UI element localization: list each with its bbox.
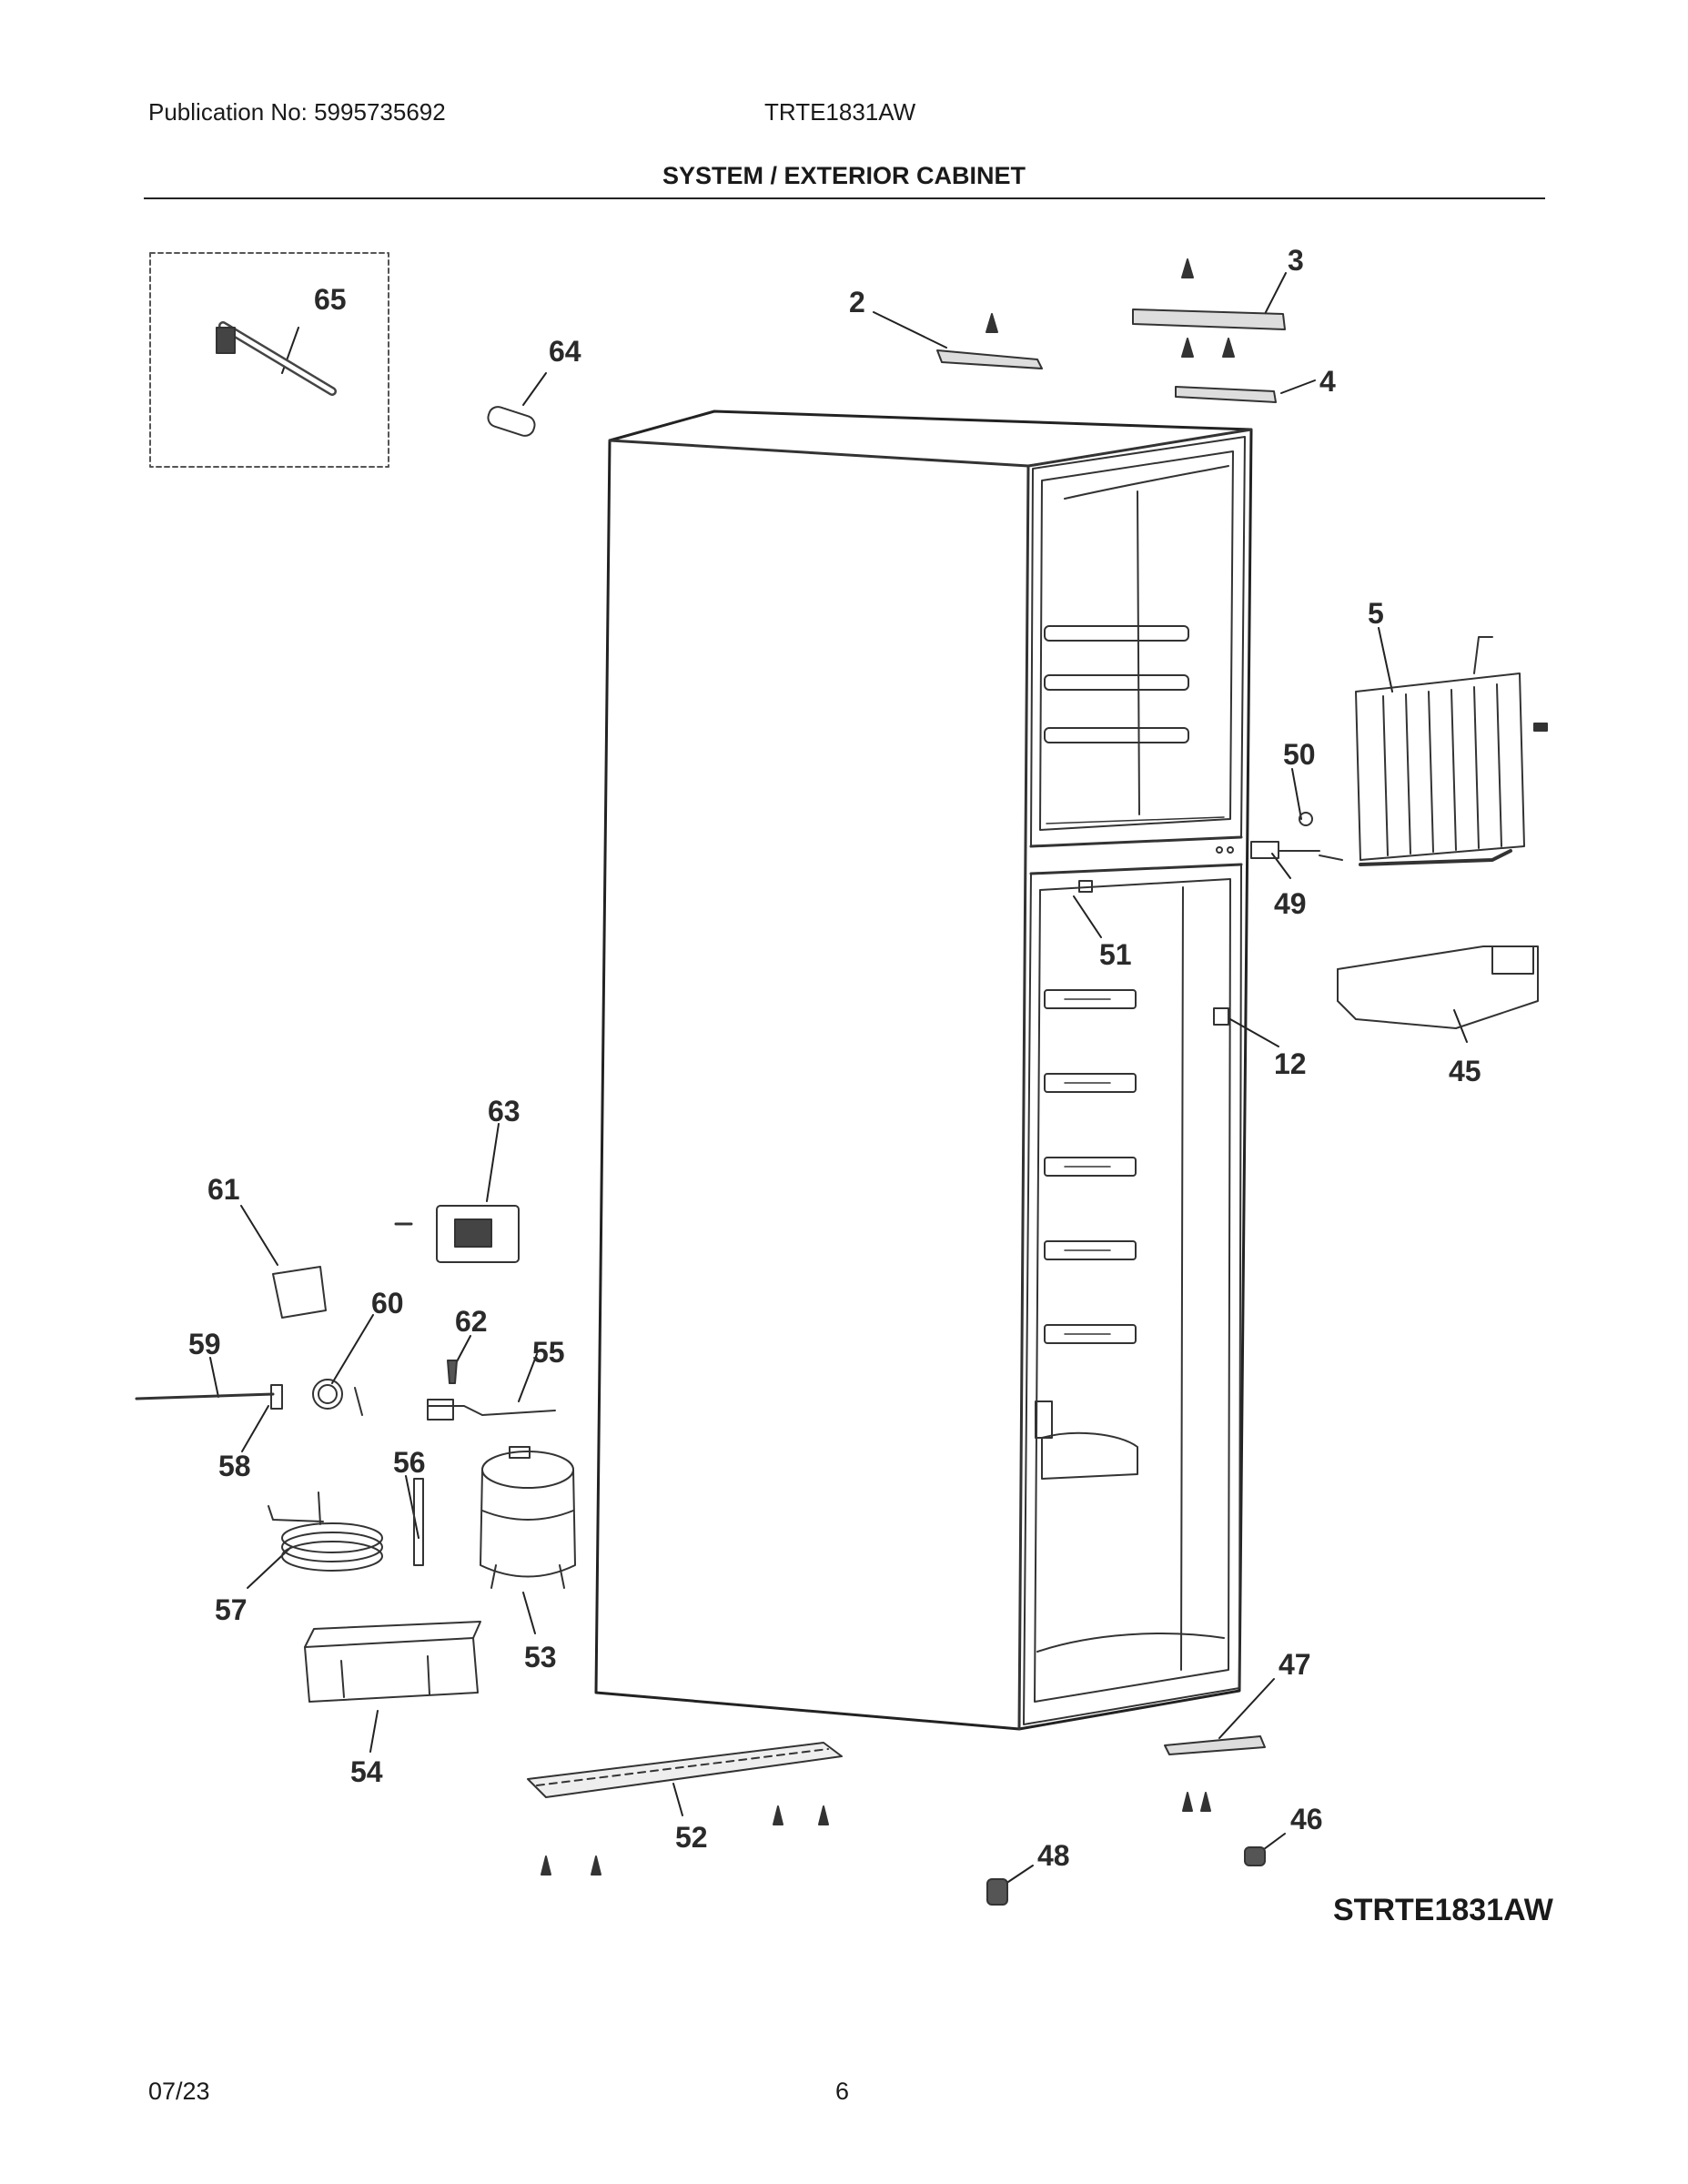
callout-52: 52 xyxy=(675,1821,708,1854)
callout-labels: 65 64 2 3 4 5 50 49 51 12 45 63 61 62 60… xyxy=(188,244,1481,1872)
callout-48: 48 xyxy=(1037,1839,1070,1872)
part-45 xyxy=(1337,945,1539,1029)
model-number: TRTE1831AW xyxy=(764,98,916,126)
part-53 xyxy=(480,1446,576,1589)
callout-63: 63 xyxy=(488,1095,521,1127)
callout-64: 64 xyxy=(549,335,581,368)
part-4 xyxy=(1175,386,1277,403)
callout-12: 12 xyxy=(1274,1047,1307,1080)
part-47 xyxy=(1164,1735,1266,1812)
footer-date: 07/23 xyxy=(148,2078,210,2105)
part-5 xyxy=(1355,636,1548,866)
drawing-id: STRTE1831AW xyxy=(1333,1893,1553,1927)
callout-54: 54 xyxy=(350,1755,383,1788)
callout-46: 46 xyxy=(1290,1803,1323,1835)
callout-49: 49 xyxy=(1274,887,1307,920)
callout-51: 51 xyxy=(1099,938,1132,971)
callout-45: 45 xyxy=(1449,1055,1481,1087)
part-2 xyxy=(936,313,1043,369)
page-number: 6 xyxy=(835,2078,850,2105)
part-46 xyxy=(1244,1846,1266,1866)
part-49-50 xyxy=(1250,812,1343,861)
callout-59: 59 xyxy=(188,1328,221,1360)
callout-62: 62 xyxy=(455,1305,488,1338)
part-55 xyxy=(427,1399,556,1421)
part-57 xyxy=(268,1491,383,1572)
page-title: SYSTEM / EXTERIOR CABINET xyxy=(662,162,1026,189)
callout-50: 50 xyxy=(1283,738,1316,771)
title-rule xyxy=(144,197,1545,199)
part-56 xyxy=(413,1478,424,1566)
part-61 xyxy=(272,1266,327,1319)
part-62 xyxy=(447,1360,458,1384)
part-65 xyxy=(149,252,389,468)
part-63 xyxy=(394,1205,520,1263)
callout-56: 56 xyxy=(393,1446,426,1479)
callout-5: 5 xyxy=(1368,597,1384,630)
callout-4: 4 xyxy=(1319,365,1336,398)
callout-57: 57 xyxy=(215,1593,248,1626)
part-52 xyxy=(527,1742,843,1876)
callout-58: 58 xyxy=(218,1450,251,1482)
callout-53: 53 xyxy=(524,1641,557,1673)
refrigerator-cabinet xyxy=(594,410,1253,1731)
callout-60: 60 xyxy=(371,1287,404,1320)
callout-55: 55 xyxy=(532,1336,565,1369)
callout-3: 3 xyxy=(1288,244,1304,277)
part-64 xyxy=(487,406,536,437)
part-48 xyxy=(986,1878,1008,1906)
callout-47: 47 xyxy=(1279,1648,1311,1681)
callout-2: 2 xyxy=(849,286,865,318)
part-58-59-60 xyxy=(135,1379,363,1416)
callout-65: 65 xyxy=(314,283,347,316)
part-54 xyxy=(304,1621,481,1703)
publication-number: Publication No: 5995735692 xyxy=(148,98,446,126)
callout-61: 61 xyxy=(207,1173,240,1206)
part-3 xyxy=(1132,258,1286,358)
